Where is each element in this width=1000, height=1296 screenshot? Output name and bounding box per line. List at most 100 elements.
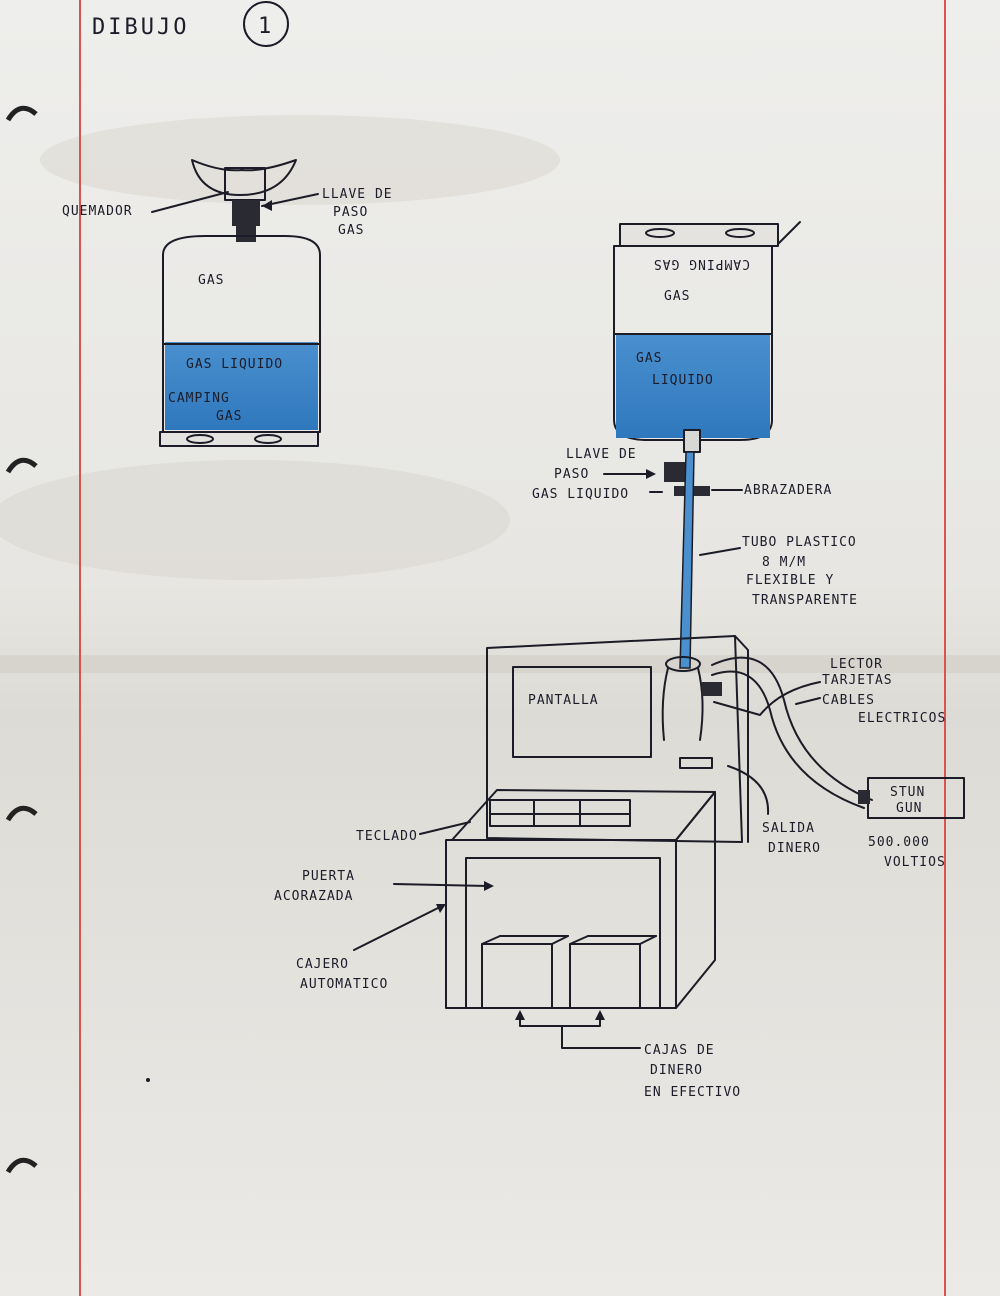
cash-box-left-lid	[481, 935, 501, 945]
cable-inside-1	[661, 667, 669, 741]
plastic-tube	[679, 451, 695, 669]
label-inverted-liquid-1: GAS	[636, 351, 662, 366]
paper-stain	[40, 115, 560, 205]
label-tarjetas: TARJETAS	[822, 673, 893, 688]
label-stun: STUN	[890, 785, 925, 800]
card-reader	[702, 682, 722, 696]
arrow-cajero-head	[436, 904, 446, 913]
arrow-salida	[727, 765, 770, 815]
label-llave-paso-gas-2: PASO	[333, 205, 368, 220]
label-electricos: ELECTRICOS	[858, 711, 946, 726]
inverted-liquid	[616, 334, 770, 438]
valve-neck	[236, 226, 256, 242]
ink-dot	[146, 1078, 150, 1082]
label-automatico: AUTOMATICO	[300, 977, 388, 992]
inverted-gas-bottle: CAMPING GAS GAS GAS LIQUIDO LLAVE DE PAS…	[532, 221, 858, 669]
arrow-lector	[713, 681, 821, 716]
binder-hole	[5, 105, 38, 122]
label-inverted-gas: GAS	[664, 289, 690, 304]
arrow-quemador	[151, 191, 229, 213]
base-hole	[725, 228, 755, 238]
bottle-liquid	[165, 342, 318, 430]
valve-body	[232, 200, 260, 226]
label-gun: GUN	[896, 801, 922, 816]
arrow-cajero	[353, 905, 443, 951]
arrow-llave-liquido-head	[646, 469, 656, 479]
arrow-cajas-head-l	[515, 1010, 525, 1020]
arrow-llave-head	[262, 200, 272, 211]
inverted-base	[619, 223, 779, 247]
label-dinero-salida: DINERO	[768, 841, 821, 856]
bottle-base	[159, 431, 319, 447]
armored-door	[465, 857, 661, 1009]
label-abrazadera: ABRAZADERA	[744, 483, 832, 498]
cable-inside-2	[697, 667, 704, 741]
label-puerta: PUERTA	[302, 869, 355, 884]
liquid-valve	[664, 462, 686, 482]
burner-cup	[191, 159, 297, 196]
label-llave-liquido-2: PASO	[554, 467, 589, 482]
label-voltios-2: VOLTIOS	[884, 855, 946, 870]
label-pantalla: PANTALLA	[528, 693, 599, 708]
cash-box-right-lid	[639, 935, 657, 945]
arrow-puerta	[393, 883, 489, 887]
label-teclado: TECLADO	[356, 829, 418, 844]
outlet-nozzle	[683, 429, 701, 453]
label-dinero-cajas: DINERO	[650, 1063, 703, 1078]
label-llave-liquido-1: LLAVE DE	[566, 447, 637, 462]
label-quemador: QUEMADOR	[62, 204, 133, 219]
label-gas: GAS	[198, 273, 224, 288]
cash-box-right	[569, 943, 641, 1009]
arrow-tubo	[699, 547, 741, 556]
binder-hole	[5, 1157, 38, 1174]
label-salida: SALIDA	[762, 821, 815, 836]
label-lector: LECTOR	[830, 657, 883, 672]
label-tubo-1: TUBO PLASTICO	[742, 535, 857, 550]
label-brand-mirrored: CAMPING GAS	[653, 256, 750, 271]
arrow-cables	[795, 697, 821, 705]
screen	[512, 666, 652, 758]
cash-box-left	[481, 943, 553, 1009]
atm-machine: PANTALLA STUN GUN 500.000 VOLTIOS	[274, 635, 965, 1100]
arrow-puerta-head	[484, 881, 494, 891]
label-camping-gas: GAS	[216, 409, 242, 424]
tube-entry	[665, 656, 701, 672]
base-hole	[645, 228, 675, 238]
camping-gas-bottle: QUEMADOR LLAVE DE PASO GAS GAS GAS LIQUI…	[62, 159, 392, 447]
sheet-number: 1	[258, 14, 274, 39]
atm-upper-side	[734, 635, 749, 843]
bottle-outline	[162, 235, 321, 433]
title-number-circle	[243, 1, 289, 47]
electric-cable-1	[711, 656, 873, 801]
arrow-cajas-head-r	[595, 1010, 605, 1020]
label-llave-liquido-3: GAS LIQUIDO	[532, 487, 629, 502]
label-tubo-4: TRANSPARENTE	[752, 593, 858, 608]
paper-stain	[0, 460, 510, 580]
label-gas-liquido: GAS LIQUIDO	[186, 357, 283, 372]
label-tubo-2: 8 M/M	[762, 555, 806, 570]
label-tubo-3: FLEXIBLE Y	[746, 573, 834, 588]
base-hole	[254, 434, 282, 444]
label-llave-paso-gas-3: GAS	[338, 223, 364, 238]
label-acorazada: ACORAZADA	[274, 889, 353, 904]
label-voltios-1: 500.000	[868, 835, 930, 850]
cash-slot	[679, 757, 713, 769]
arrow-teclado	[419, 821, 471, 835]
label-cables: CABLES	[822, 693, 875, 708]
atm-lower-side	[675, 791, 716, 1009]
binder-hole	[5, 457, 38, 474]
label-efectivo: EN EFECTIVO	[644, 1085, 741, 1100]
arrow-cajas	[519, 1013, 641, 1049]
cash-box-right-lid	[569, 935, 589, 945]
stun-gun-plug	[858, 790, 870, 804]
label-inverted-liquid-2: LIQUIDO	[652, 373, 714, 388]
stray-line	[777, 221, 801, 245]
sheet-title: DIBUJO	[92, 15, 189, 40]
base-hole	[186, 434, 214, 444]
atm-upper-cabinet	[486, 635, 743, 843]
binder-hole	[5, 805, 38, 822]
label-cajas: CAJAS DE	[644, 1043, 715, 1058]
cash-box-left-lid	[551, 935, 569, 945]
label-cajero: CAJERO	[296, 957, 349, 972]
